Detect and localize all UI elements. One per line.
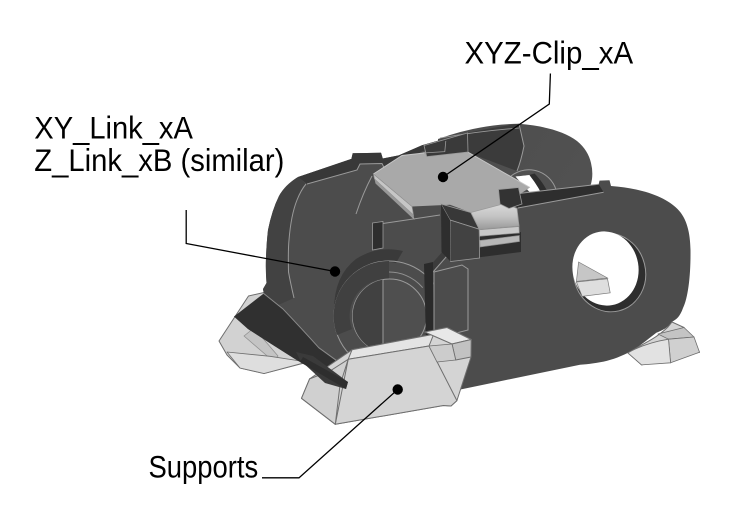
svg-text:Z_Link_xB (similar): Z_Link_xB (similar) <box>34 142 284 178</box>
svg-text:Supports: Supports <box>149 449 259 485</box>
svg-text:XY_Link_xA: XY_Link_xA <box>34 109 193 145</box>
svg-text:XYZ-Clip_xA: XYZ-Clip_xA <box>465 35 634 71</box>
